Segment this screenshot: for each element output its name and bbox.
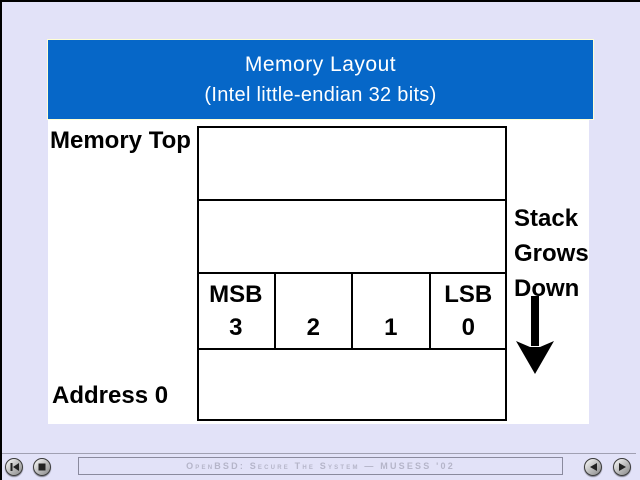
memory-top-label: Memory Top [50, 127, 191, 154]
slide-title: Memory Layout [244, 52, 397, 76]
first-slide-button[interactable] [5, 458, 23, 476]
left-triangle-icon [589, 463, 597, 471]
diagram-divider [197, 199, 507, 201]
stack-label-line: Stack [514, 205, 579, 232]
stack-grows-down-label: Stack Grows Down [514, 201, 589, 306]
byte-cell-number: 0 [461, 314, 475, 341]
diagram-divider [197, 272, 507, 274]
byte-cell-2: 2 [275, 274, 353, 348]
square-icon [38, 463, 46, 471]
diagram-divider [197, 348, 507, 350]
byte-cell-divider [274, 274, 276, 348]
status-bar: OpenBSD: Secure The System — MUSESS '02 [78, 457, 563, 475]
right-triangle-icon [618, 463, 626, 471]
byte-cell-number: 3 [229, 314, 243, 341]
byte-cell-3: MSB 3 [197, 274, 275, 348]
previous-slide-button[interactable] [584, 458, 602, 476]
slide-subtitle: (Intel little-endian 32 bits) [204, 83, 437, 106]
down-arrow-icon [516, 296, 554, 374]
byte-cell-divider [351, 274, 353, 348]
stack-label-line: Grows [514, 240, 589, 267]
byte-cell-label: LSB [444, 281, 493, 308]
window-frame-left [0, 0, 2, 480]
status-bar-text: OpenBSD: Secure The System — MUSESS '02 [186, 461, 455, 471]
byte-cell-1: 1 [352, 274, 430, 348]
byte-cell-divider [429, 274, 431, 348]
byte-cell-number: 2 [306, 314, 320, 341]
stack-label-line: Down [514, 275, 580, 302]
address-zero-label: Address 0 [52, 382, 169, 409]
footer-separator [2, 453, 636, 454]
skip-to-start-icon [10, 463, 19, 471]
index-stop-button[interactable] [33, 458, 51, 476]
slide-title-banner: Memory Layout (Intel little-endian 32 bi… [47, 39, 594, 120]
next-slide-button[interactable] [613, 458, 631, 476]
byte-order-row: MSB 3 2 1 LSB 0 [197, 274, 507, 348]
byte-cell-0: LSB 0 [430, 274, 508, 348]
byte-cell-label: MSB [209, 281, 263, 308]
window-frame-top [0, 0, 640, 2]
byte-cell-number: 1 [384, 314, 398, 341]
